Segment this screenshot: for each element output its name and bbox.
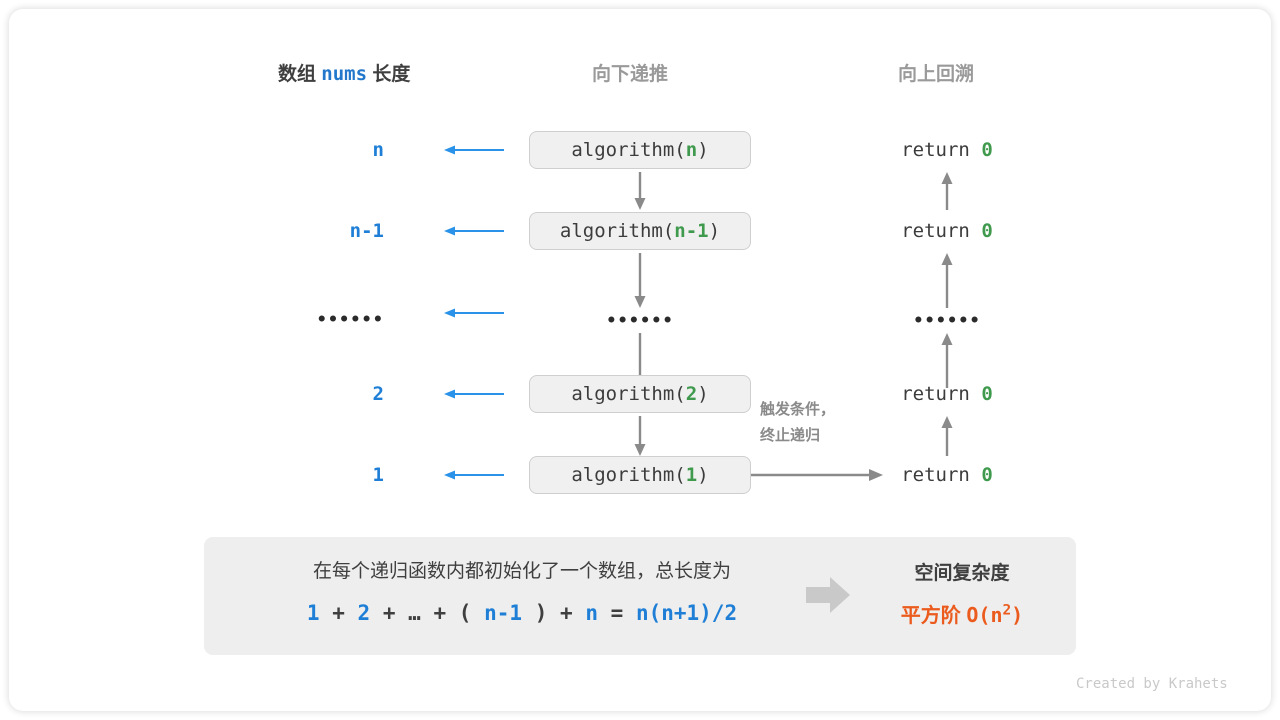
- return-label-row-1: return 0: [866, 139, 1028, 161]
- assign-arrow-row-ellipsis: [444, 306, 506, 320]
- big-o-exponent: 2: [1002, 602, 1012, 619]
- trigger-note-line-2: 终止递归: [760, 427, 821, 444]
- header-left-prefix: 数组: [278, 64, 317, 85]
- recurse-arrow-1-to-2: [630, 172, 650, 215]
- formula-token-8: ): [534, 601, 548, 625]
- return-value-row-5: 0: [981, 464, 993, 486]
- recurse-arrow-2-to-1val: [630, 416, 650, 461]
- complexity-block: 空间复杂度 平方阶 O(n2): [864, 559, 1060, 628]
- formula-token-4: …: [408, 601, 421, 625]
- trigger-note-line-1: 触发条件，: [760, 401, 836, 418]
- formula-token-10: n: [585, 601, 598, 625]
- header-left-code: nums: [321, 63, 368, 85]
- call-box-row-5[interactable]: algorithm(1): [529, 456, 751, 494]
- return-ellipsis: ••••••: [913, 311, 981, 331]
- call-box-row-2[interactable]: algorithm(n-1): [529, 212, 751, 250]
- formula-token-12: n(n+1)/2: [635, 601, 738, 625]
- call-arg-row-5: 1: [685, 464, 698, 486]
- formula-token-1: +: [332, 601, 345, 625]
- formula-token-6: (: [458, 601, 472, 625]
- return-label-row-2: return 0: [866, 220, 1028, 242]
- complexity-title: 空间复杂度: [914, 563, 1010, 584]
- assign-arrow-row-1: [444, 143, 506, 157]
- return-keyword-row-5: return: [901, 464, 970, 486]
- call-box-row-1[interactable]: algorithm(n): [529, 131, 751, 169]
- call-arg-row-4: 2: [685, 383, 698, 405]
- length-label-row-1: n: [372, 139, 384, 161]
- column-header-recurse-down: 向下递推: [592, 64, 669, 85]
- complexity-big-o: O(n2): [966, 602, 1024, 627]
- complexity-order-label: 平方阶: [900, 605, 961, 627]
- big-o-base: O(n: [966, 603, 1003, 627]
- length-label-row-2: n-1: [349, 220, 384, 242]
- return-arrow-2val-to-dots: [937, 333, 957, 393]
- column-header-array-length: 数组 nums 长度: [278, 59, 410, 86]
- recurse-arrow-2-to-dots: [630, 253, 650, 313]
- formula-token-9: +: [560, 601, 573, 625]
- summary-panel: 在每个递归函数内都初始化了一个数组，总长度为 1 + 2 + … + ( n-1…: [204, 537, 1076, 655]
- call-suffix-row-5: ): [697, 464, 709, 486]
- return-keyword-row-1: return: [901, 139, 970, 161]
- return-arrow-2-to-1: [937, 172, 957, 215]
- formula-token-0: 1: [306, 601, 320, 625]
- length-label-row-4: 2: [372, 383, 384, 405]
- call-suffix-row-1: ): [697, 139, 709, 161]
- summary-text-block: 在每个递归函数内都初始化了一个数组，总长度为 1 + 2 + … + ( n-1…: [232, 557, 812, 625]
- formula-token-3: +: [382, 601, 396, 625]
- length-label-row-5: 1: [372, 464, 384, 486]
- column-header-return-up: 向上回溯: [898, 64, 975, 85]
- formula-token-11: =: [610, 601, 624, 625]
- formula-token-5: +: [433, 601, 447, 625]
- big-o-close: ): [1011, 603, 1024, 627]
- call-suffix-row-2: ): [708, 220, 721, 242]
- return-keyword-row-4: return: [901, 383, 970, 405]
- complexity-value: 平方阶 O(n2): [864, 599, 1060, 628]
- call-prefix-row-4: algorithm(: [571, 383, 686, 405]
- call-prefix-row-1: algorithm(: [571, 139, 686, 161]
- formula-token-2: 2: [357, 601, 371, 625]
- return-value-row-4: 0: [981, 383, 993, 405]
- return-arrow-1val-to-2val: [937, 416, 957, 461]
- assign-arrow-row-4: [444, 387, 506, 401]
- call-prefix-row-5: algorithm(: [571, 464, 686, 486]
- summary-description: 在每个递归函数内都初始化了一个数组，总长度为: [312, 561, 731, 582]
- summary-formula: 1 + 2 + … + ( n-1 ) + n = n(n+1)/2: [232, 601, 812, 625]
- return-arrow-dots-to-2: [937, 253, 957, 313]
- base-case-arrow: [751, 465, 883, 485]
- length-label-row-ellipsis: ••••••: [316, 310, 384, 330]
- return-label-row-4: return 0: [866, 383, 1028, 405]
- return-value-row-2: 0: [981, 220, 993, 242]
- credit-text: Created by Krahets: [1076, 676, 1228, 692]
- call-ellipsis: ••••••: [606, 311, 674, 331]
- formula-token-7: n-1: [484, 601, 523, 625]
- return-value-row-1: 0: [981, 139, 993, 161]
- trigger-condition-note: 触发条件， 终止递归: [760, 397, 890, 449]
- call-prefix-row-2: algorithm(: [559, 220, 675, 242]
- call-arg-row-2: n-1: [674, 220, 709, 242]
- assign-arrow-row-5: [444, 468, 506, 482]
- return-keyword-row-2: return: [901, 220, 970, 242]
- implies-arrow-icon: [804, 573, 852, 617]
- assign-arrow-row-2: [444, 224, 506, 238]
- call-suffix-row-4: ): [697, 383, 709, 405]
- header-left-suffix: 长度: [372, 64, 411, 85]
- call-arg-row-1: n: [685, 139, 698, 161]
- call-box-row-4[interactable]: algorithm(2): [529, 375, 751, 413]
- return-label-row-5: return 0: [866, 464, 1028, 486]
